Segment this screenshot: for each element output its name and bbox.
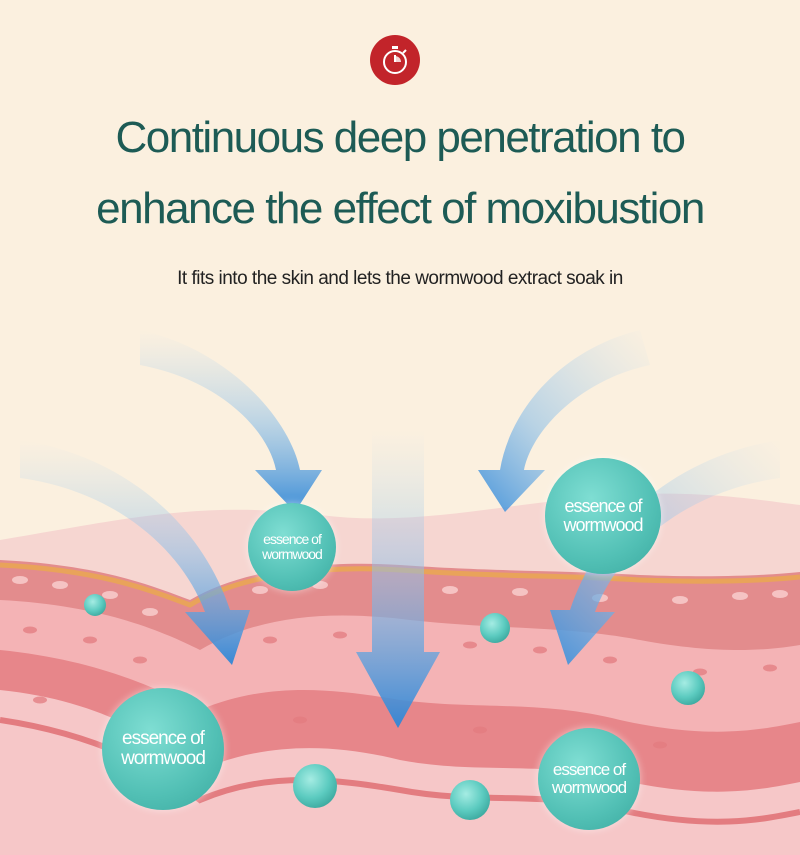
arrow-left xyxy=(20,440,250,665)
arrow-center xyxy=(356,430,440,728)
droplet xyxy=(480,613,510,643)
essence-bubble-4 xyxy=(538,728,640,830)
essence-label-4: essence of wormwood xyxy=(551,760,627,797)
subheadline: It fits into the skin and lets the wormw… xyxy=(177,268,623,289)
penetration-arrows xyxy=(20,330,780,728)
droplet xyxy=(293,764,337,808)
essence-label-2: essence of wormwood xyxy=(563,496,643,535)
headline-line-1: Continuous deep penetration to xyxy=(115,113,686,162)
droplet xyxy=(84,594,106,616)
essence-bubble-2 xyxy=(545,458,661,574)
arrow-right xyxy=(550,440,780,665)
essence-label-1: essence of wormwood xyxy=(262,531,323,562)
essence-bubble-1 xyxy=(248,503,336,591)
essence-bubble-3 xyxy=(102,688,224,810)
arrow-top-right xyxy=(478,330,650,512)
droplet xyxy=(450,780,490,820)
arrow-top-left xyxy=(140,330,322,512)
headline-line-2: enhance the effect of moxibustion xyxy=(96,184,705,233)
timer-icon xyxy=(370,35,420,85)
essence-label-3: essence of wormwood xyxy=(121,728,206,769)
droplet xyxy=(671,671,705,705)
